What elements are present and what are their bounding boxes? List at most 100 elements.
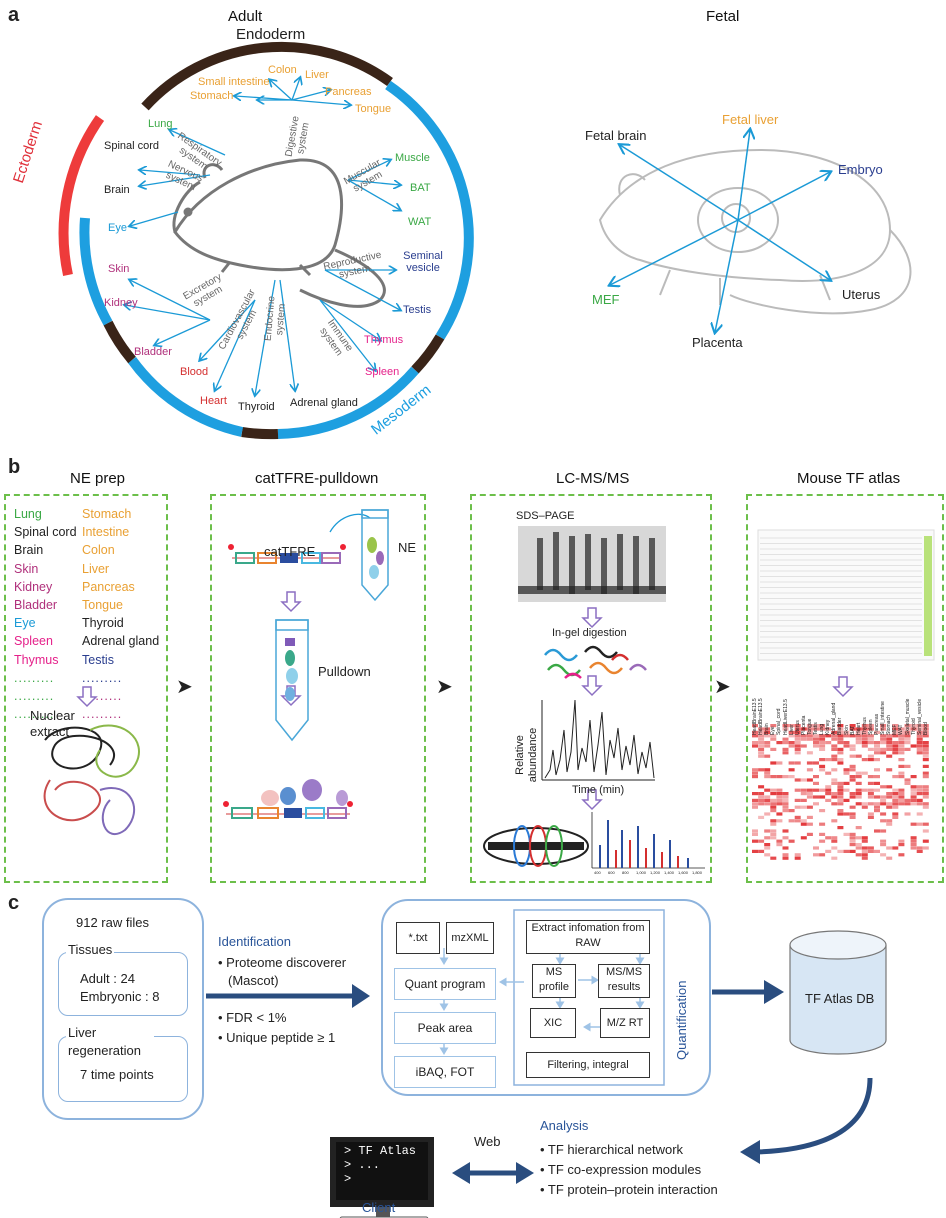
adult-count: Adult : 24 [80, 971, 135, 986]
heatmap-cell [874, 805, 880, 809]
heatmap-cell [837, 730, 844, 734]
heatmap-cell [764, 836, 771, 840]
heatmap-cell [788, 809, 795, 813]
heatmap-cell [758, 744, 765, 748]
heatmap-cell [916, 737, 923, 741]
heatmap-cell [874, 730, 880, 734]
ne-item-skin: Skin [14, 561, 39, 576]
fetal-brain-label: Fetal brain [585, 128, 647, 143]
heatmap-cell [849, 836, 856, 840]
heatmap-cell [861, 849, 868, 853]
heatmap-cell [752, 768, 758, 772]
ne-item-intestine: Intestine [82, 525, 130, 540]
heatmap-cell [922, 741, 929, 745]
heatmap-cell [867, 795, 874, 799]
heatmap-cell [782, 747, 789, 751]
panel-letter-a: a [8, 4, 20, 26]
heatmap-cell [752, 741, 758, 745]
heatmap-cell [776, 788, 783, 792]
organ-tongue: Tongue [355, 103, 392, 115]
heatmap-cell [794, 815, 801, 819]
heatmap-cell [849, 805, 856, 809]
heatmap-cell [886, 737, 893, 741]
heatmap-cell [831, 734, 838, 738]
heatmap-cell [916, 747, 923, 751]
heatmap-cell [752, 734, 758, 738]
heatmap-cell [825, 836, 832, 840]
spectrum-tick-label: 1,800 [692, 870, 703, 875]
ne-dots: ......... [14, 689, 55, 704]
heatmap-cell [922, 727, 929, 731]
heatmap-cell [892, 734, 899, 738]
heatmap-cell [758, 815, 765, 819]
heatmap-cell [806, 727, 813, 731]
heatmap-cell [782, 853, 789, 857]
heatmap-cell [892, 747, 899, 751]
heatmap-cell [764, 730, 771, 734]
heatmap-cell [806, 751, 813, 755]
heatmap-cell [813, 761, 819, 765]
id-item-2: (Mascot) [228, 973, 279, 988]
organ-eye: Eye [108, 222, 127, 234]
heatmap-cell [855, 836, 862, 840]
heatmap-cell [910, 802, 917, 806]
heatmap-cell [800, 744, 807, 748]
heatmap-cell [819, 788, 826, 792]
heatmap-cell [837, 785, 844, 789]
ne-dots: ......... [14, 707, 55, 722]
heatmap-cell [806, 792, 813, 796]
heatmap-cell [867, 788, 874, 792]
heatmap-cell [916, 741, 923, 745]
heatmap-cell [898, 843, 905, 847]
fetal-title: Fetal [706, 8, 740, 25]
placenta-label: Placenta [692, 335, 743, 350]
heatmap-cell [849, 839, 856, 843]
heatmap-cell [758, 839, 765, 843]
ne-right-list: Stomach Intestine Colon Liver Pancreas T… [82, 505, 159, 723]
heatmap-cell [861, 730, 868, 734]
pulldown-tube-icon [275, 619, 309, 742]
heatmap-cell [788, 775, 795, 779]
heatmap-cell [855, 730, 862, 734]
heatmap-cell [752, 832, 758, 836]
heatmap-cell [880, 819, 887, 823]
heatmap-cell [874, 751, 880, 755]
heatmap-cell [916, 788, 923, 792]
heatmap-cell [898, 758, 905, 762]
heatmap-cell [855, 802, 862, 806]
heatmap-column-label: Blood [922, 722, 929, 735]
heatmap-cell [794, 744, 801, 748]
heatmap-cell [922, 724, 929, 728]
heatmap-cell [898, 737, 905, 741]
heatmap-cell [794, 737, 801, 741]
heatmap-cell [910, 792, 917, 796]
heatmap-cell [880, 802, 887, 806]
heatmap-cell [910, 744, 917, 748]
heatmap-column-label: Bladder [837, 717, 844, 735]
heatmap-cell [922, 758, 929, 762]
heatmap-cell [855, 741, 862, 745]
heatmap-cell [874, 741, 880, 745]
ne-dots: ......... [82, 670, 123, 685]
heatmap-cell [752, 724, 758, 728]
heatmap-cell [849, 775, 856, 779]
heatmap-cell [898, 792, 905, 796]
heatmap-cell [910, 836, 917, 840]
heatmap-cell [886, 856, 893, 860]
heatmap-cell [776, 839, 783, 843]
heatmap-cell [752, 805, 758, 809]
heatmap-cell [867, 849, 874, 853]
ne-item-tongue: Tongue [82, 598, 124, 613]
organ-adrenal-gland: Adrenal gland [290, 397, 358, 409]
heatmap-cell [837, 761, 844, 765]
heatmap-cell [758, 795, 765, 799]
heatmap-cell [837, 741, 844, 745]
heatmap-cell [922, 792, 929, 796]
heatmap-cell [874, 747, 880, 751]
protein-blobs-icon [367, 537, 384, 579]
down-arrow-icon [581, 789, 603, 811]
heatmap-column-label: Placenta [800, 715, 807, 735]
heatmap-cell [770, 775, 777, 779]
lcms-box [470, 494, 712, 883]
heatmap-cell [794, 788, 801, 792]
